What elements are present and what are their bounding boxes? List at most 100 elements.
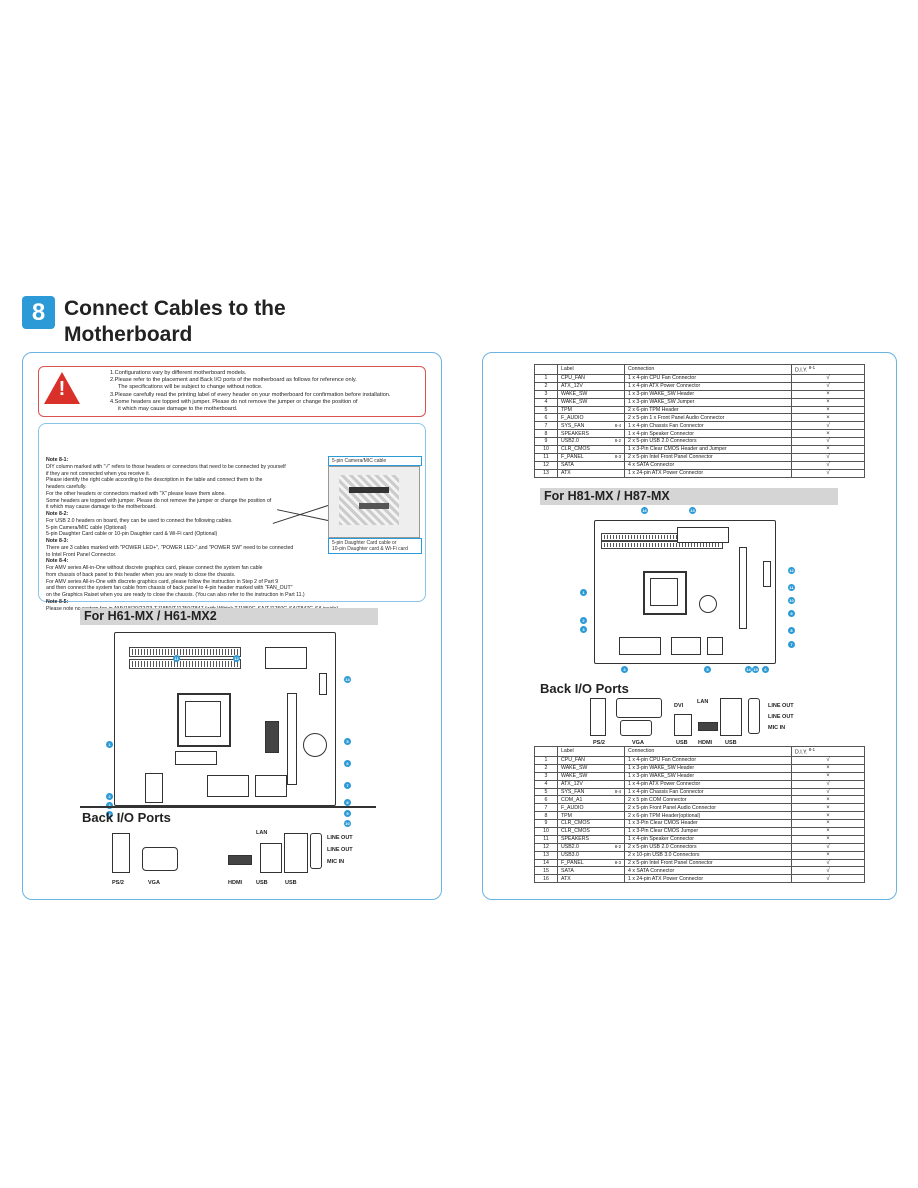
- row-number: 13: [534, 850, 558, 860]
- mic-in-label: MIC IN: [327, 859, 345, 865]
- note-line: For the other headers or connectors mark…: [46, 490, 226, 497]
- right-callout: 6: [762, 666, 769, 673]
- warning-box: [38, 366, 426, 417]
- row-connection: 2 x 5-pin Intel Front Panel Connector: [624, 858, 792, 868]
- row-diy-mark: ×: [791, 389, 865, 399]
- note-line: For USB 2.0 headers on board, they can b…: [46, 517, 233, 524]
- warning-icon: [44, 372, 80, 404]
- note-line: 5-pin Daughter Card cable or 10-pin Daug…: [46, 531, 218, 538]
- row-connection: 2 x 10-pin USB 3.0 Connectors: [624, 850, 792, 860]
- row-label-cell: TPM: [557, 405, 625, 415]
- right-callout: 15: [752, 666, 759, 673]
- row-label: ATX_12V: [561, 383, 583, 390]
- row-number: 12: [534, 842, 558, 852]
- row-connection: 2 x 5-pin 1 x Front Panel Audio Connecto…: [624, 413, 792, 423]
- row-label: SYS_FAN: [561, 422, 585, 429]
- line-out-label: LINE OUT: [327, 835, 353, 841]
- row-note-ref: 8-2: [614, 438, 621, 444]
- lan-label: LAN: [697, 699, 709, 705]
- row-number: 8: [534, 811, 558, 821]
- row-connection: 2 x 5-pin USB 2.0 Connectors: [624, 842, 792, 852]
- right-callout: 8: [788, 627, 795, 634]
- row-label: SATA: [561, 462, 574, 469]
- row-connection: 1 x 3-pin WAKE_SW Header: [624, 763, 792, 773]
- row-label: USB2.0: [561, 438, 579, 445]
- row-connection: 1 x 3-pin WAKE_SW Jumper: [624, 397, 792, 407]
- note-line: Please identify the right cable accordin…: [46, 477, 263, 484]
- left-callout: 1: [106, 741, 113, 748]
- warning-line: 1.Configurations vary by different mothe…: [110, 370, 247, 376]
- row-label: CLR_CMOS: [561, 828, 590, 835]
- row-label: TPM: [561, 812, 572, 819]
- row-label: WAKE_SW: [561, 391, 588, 398]
- row-label-cell: WAKE_SW: [557, 397, 625, 407]
- left-callout: 7: [344, 782, 351, 789]
- row-connection: 4 x SATA Connector: [624, 460, 792, 470]
- hdmi-label: HDMI: [698, 740, 713, 746]
- row-label: CPU_FAN: [561, 757, 585, 764]
- row-number: 8: [534, 429, 558, 439]
- row-diy-mark: ×: [791, 397, 865, 407]
- row-connection: 1 x 3-Pin Clear CMOS Header and Jumper: [624, 444, 792, 454]
- row-diy-mark: ×: [791, 819, 865, 828]
- right-callout: 5: [704, 666, 711, 673]
- audio-jacks-icon: [748, 698, 760, 734]
- left-backio-title: Back I/O Ports: [82, 810, 171, 825]
- row-number: 1: [534, 755, 558, 765]
- row-connection: 1 x 4-pin ATX Power Connector: [624, 779, 792, 789]
- row-connection: 2 x 6-pin TPM Header: [624, 405, 792, 415]
- row-label-cell: CLR_CMOS: [557, 444, 625, 454]
- warning-line: it which may cause damage to the motherb…: [118, 406, 238, 413]
- vga-label: VGA: [148, 880, 160, 886]
- row-number: 6: [534, 795, 558, 805]
- col-diy: D.I.Y. 8-1: [791, 746, 865, 757]
- row-label: SPEAKERS: [561, 836, 589, 843]
- row-diy-mark: ×: [791, 803, 865, 813]
- note-title: Note 8-3:: [46, 538, 69, 544]
- row-number: 2: [534, 381, 558, 391]
- col-connection: Connection: [624, 746, 792, 757]
- row-number: 2: [534, 763, 558, 773]
- row-label: SPEAKERS: [561, 430, 589, 437]
- cable-photo: [328, 466, 420, 538]
- row-label-cell: F_AUDIO: [557, 803, 625, 813]
- right-callout: 9: [788, 610, 795, 617]
- row-diy-mark: √: [791, 381, 865, 391]
- left-callout: 2: [106, 793, 113, 800]
- line-out-label: LINE OUT: [768, 714, 794, 720]
- row-connection: 1 x 24-pin ATX Power Connector: [624, 468, 792, 478]
- row-connection: 2 x 6-pin TPM Header(optional): [624, 811, 792, 821]
- left-callout: 10: [344, 820, 351, 827]
- usb-label: USB: [725, 740, 737, 746]
- row-label: CLR_CMOS: [561, 446, 590, 453]
- note-title: Note 8-1:: [46, 457, 69, 463]
- row-diy-mark: √: [791, 858, 865, 868]
- row-label: USB3.0: [561, 851, 579, 858]
- row-label-cell: WAKE_SW: [557, 763, 625, 773]
- row-connection: 1 x 3-pin WAKE_SW Header: [624, 389, 792, 399]
- row-diy-mark: √: [791, 755, 865, 765]
- row-label: F_AUDIO: [561, 804, 584, 811]
- row-number: 13: [534, 468, 558, 478]
- row-diy-mark: ×: [791, 826, 865, 836]
- vga-port-icon: [620, 720, 652, 736]
- row-label: CPU_FAN: [561, 375, 585, 382]
- left-page-panel: [22, 352, 442, 900]
- row-label: WAKE_SW: [561, 773, 588, 780]
- warning-line: 2.Please refer to the placement and Back…: [110, 377, 357, 384]
- warning-line: 4.Some headers are topped with jumper. P…: [110, 398, 358, 405]
- note-line: Some headers are topped with jumper. Ple…: [46, 497, 272, 504]
- usb-port-icon: [260, 843, 282, 873]
- row-note-ref: 8-2: [614, 844, 621, 850]
- lan-port-icon: [284, 833, 308, 873]
